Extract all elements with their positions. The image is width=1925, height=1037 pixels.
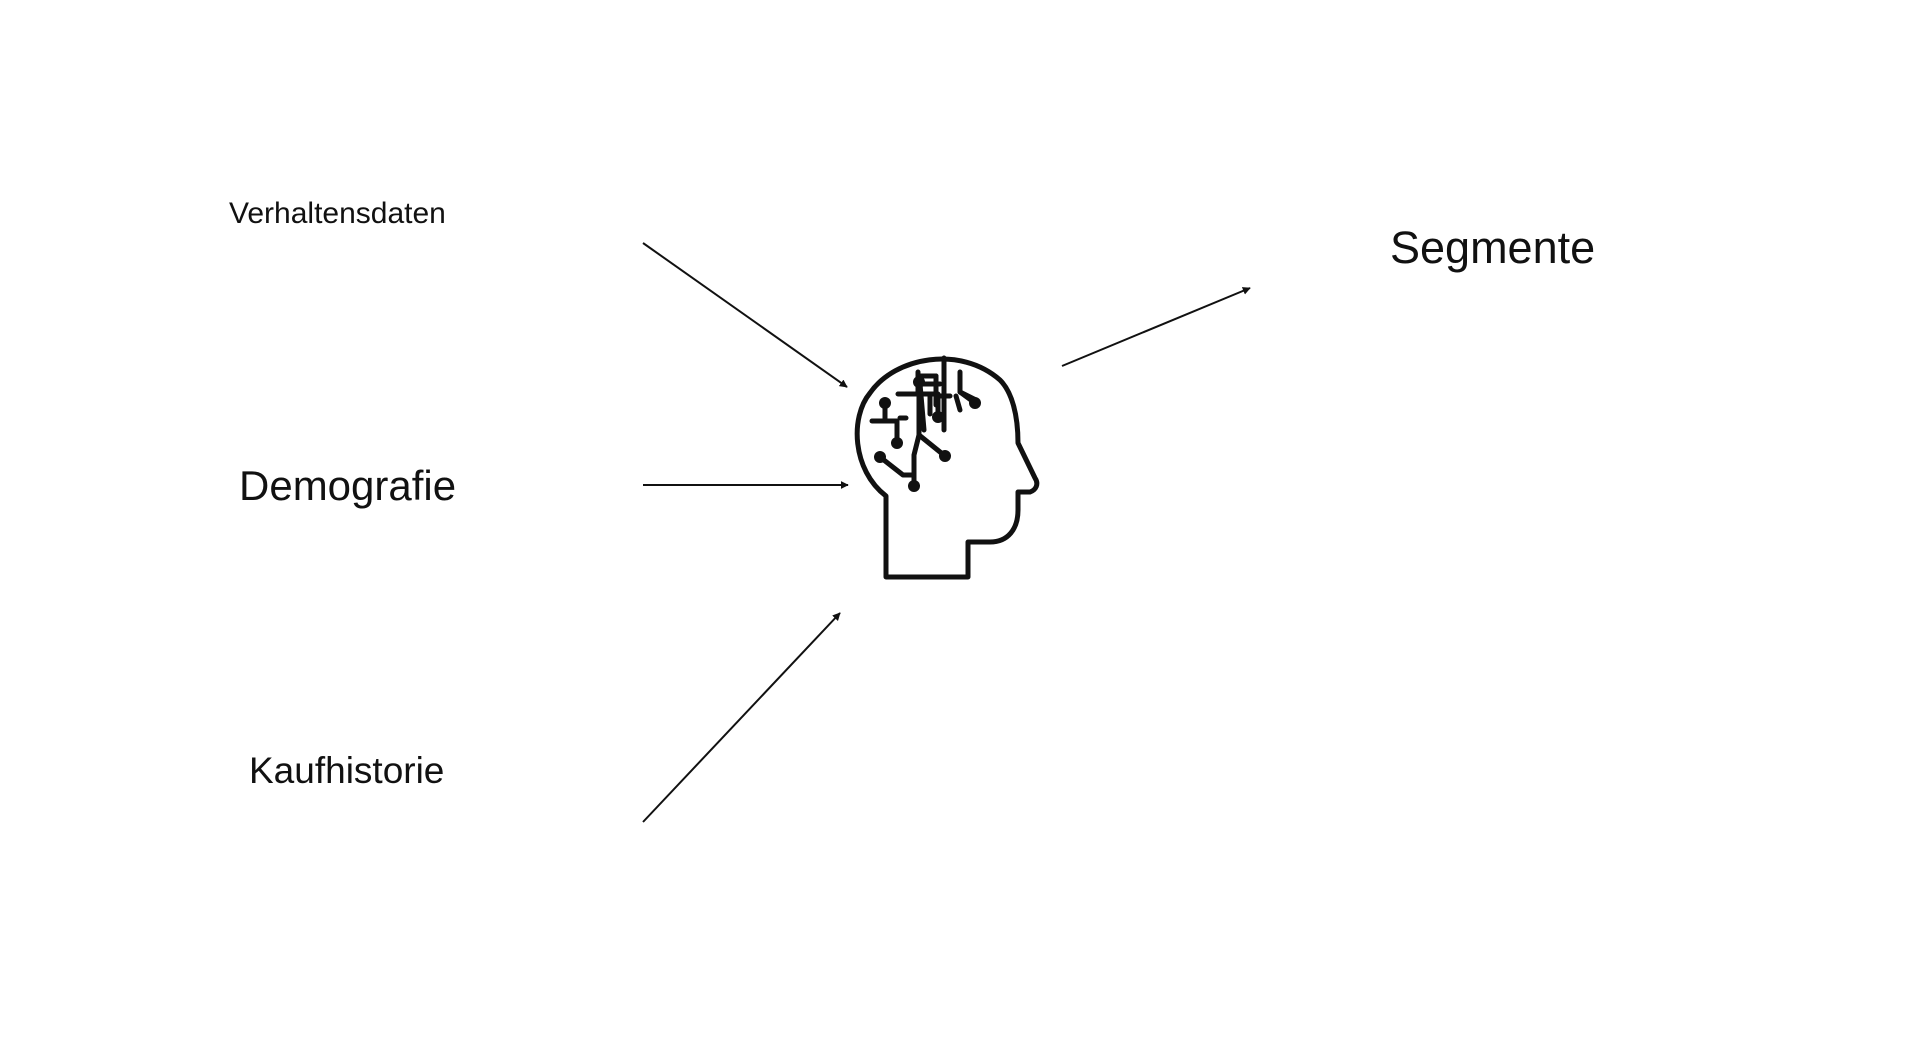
input-label-demografie: Demografie bbox=[239, 462, 457, 509]
ai-brain-circuit-lines bbox=[869, 371, 978, 489]
arrow-ai-to-segmente bbox=[1061, 287, 1251, 367]
arrow-verhaltensdaten-to-ai bbox=[642, 242, 848, 388]
input-label-verhaltensdaten: Verhaltensdaten bbox=[229, 197, 446, 230]
ai-brain-head-icon bbox=[854, 355, 1040, 580]
output-label-segmente: Segmente bbox=[1390, 222, 1596, 273]
ai-brain-circuit-nodes bbox=[874, 376, 981, 492]
arrow-kaufhistorie-to-ai bbox=[642, 612, 841, 823]
input-label-kaufhistorie: Kaufhistorie bbox=[249, 750, 445, 791]
